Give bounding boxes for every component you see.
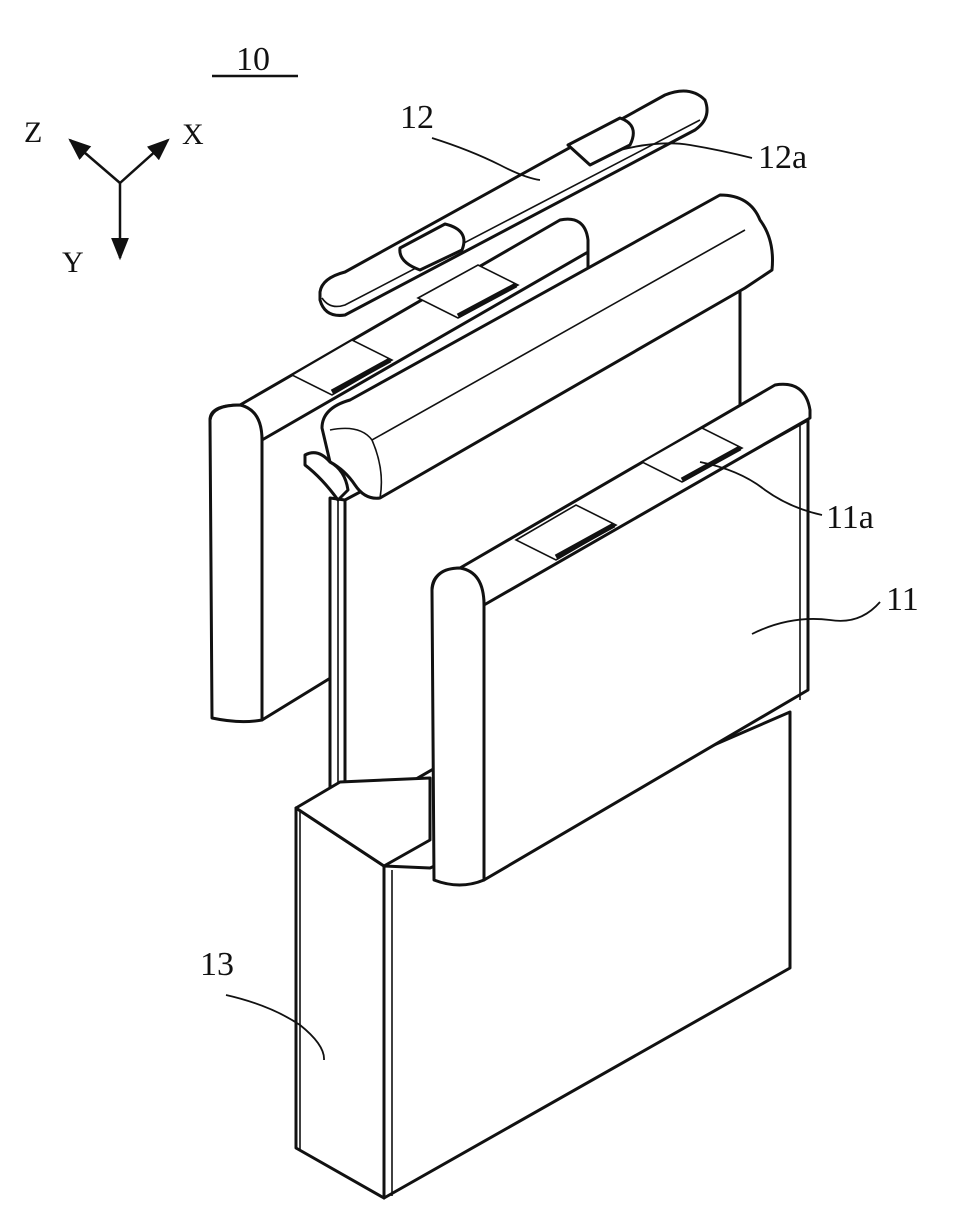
lid-tab-front	[400, 224, 464, 270]
lid-tab-label: 12a	[758, 139, 807, 176]
figure-reference: 10	[212, 41, 298, 78]
housing-label: 13	[200, 946, 234, 983]
coordinate-axes: Z X Y	[24, 116, 204, 279]
y-axis-label: Y	[62, 246, 84, 279]
lid-label: 12	[400, 99, 434, 136]
cell-label: 11	[886, 581, 919, 618]
figure-ref-label: 10	[236, 41, 270, 78]
cell-tab-label: 11a	[826, 499, 874, 536]
x-axis-arrow	[120, 140, 168, 183]
x-axis-label: X	[182, 118, 204, 151]
z-axis-arrow	[70, 140, 120, 183]
z-axis-label: Z	[24, 116, 42, 149]
